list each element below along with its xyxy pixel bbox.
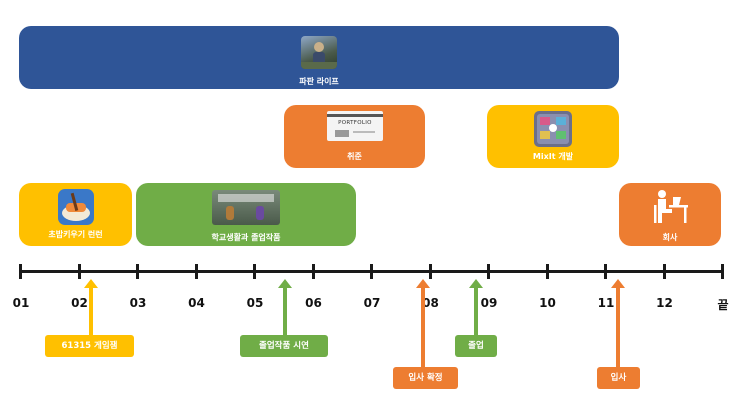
timeline-tick-label: 04	[188, 296, 205, 310]
hire-confirm-arrow	[416, 279, 430, 367]
school-label: 학교생활과 졸업작품	[211, 233, 281, 242]
mixit-thumbnail	[534, 111, 572, 147]
timeline-tick-label: 07	[363, 296, 381, 310]
farm-life-box: 파판 라이프	[19, 26, 619, 89]
game-jam-arrow	[84, 279, 98, 335]
timeline-tick-label: 02	[71, 296, 88, 310]
portfolio-title: PORTFOLIO	[338, 120, 372, 126]
timeline-tick	[194, 264, 198, 279]
company-box: 회사	[619, 183, 721, 246]
sushi-box: 초밥키우기 런런	[19, 183, 132, 246]
timeline-tick	[136, 264, 139, 279]
office-worker-icon	[652, 189, 688, 225]
timeline-tick	[604, 264, 607, 279]
hire-confirm-event: 입사 확정	[393, 367, 458, 389]
timeline-tick	[428, 264, 432, 279]
join-arrow	[611, 279, 625, 367]
demo-arrow	[278, 279, 292, 335]
graduation-arrow	[469, 279, 483, 335]
timeline-tick	[77, 264, 81, 279]
portfolio-thumbnail: PORTFOLIO	[327, 111, 383, 141]
timeline-tick-label: 08	[422, 296, 439, 310]
timeline-tick-label: 끝	[717, 298, 729, 312]
school-box: 학교생활과 졸업작품	[136, 183, 356, 246]
timeline-tick	[311, 264, 315, 279]
timeline-tick-label: 01	[12, 296, 30, 310]
timeline-tick	[253, 264, 256, 279]
job-hunt-box: PORTFOLIO 취준	[284, 105, 425, 168]
timeline-tick	[662, 264, 666, 279]
timeline-tick	[487, 264, 490, 279]
timeline-tick	[721, 264, 724, 279]
timeline-tick-label: 12	[656, 296, 673, 310]
timeline-tick	[370, 264, 373, 279]
school-thumbnail	[212, 190, 280, 225]
mixit-box: MixIt 개발	[487, 105, 619, 168]
sushi-label: 초밥키우기 런런	[48, 230, 103, 239]
demo-event: 졸업작품 시연	[240, 335, 328, 357]
company-label: 회사	[662, 233, 678, 242]
timeline-tick-label: 03	[129, 296, 147, 310]
timeline-tick-label: 11	[597, 296, 615, 310]
timeline-tick-label: 06	[305, 296, 322, 310]
timeline-tick-label: 09	[480, 296, 498, 310]
mixit-label: MixIt 개발	[532, 152, 574, 161]
graduation-event: 졸업	[455, 335, 497, 357]
farm-life-label: 파판 라이프	[299, 77, 339, 86]
timeline-tick	[19, 264, 22, 279]
timeline-tick-label: 10	[539, 296, 556, 310]
farm-life-thumbnail	[301, 36, 337, 69]
game-jam-event: 61315 게임잼	[45, 335, 134, 357]
job-hunt-label: 취준	[347, 152, 362, 161]
timeline-tick	[545, 264, 549, 279]
join-event: 입사	[597, 367, 640, 389]
timeline-tick-label: 05	[246, 296, 264, 310]
sushi-thumbnail	[58, 189, 94, 225]
